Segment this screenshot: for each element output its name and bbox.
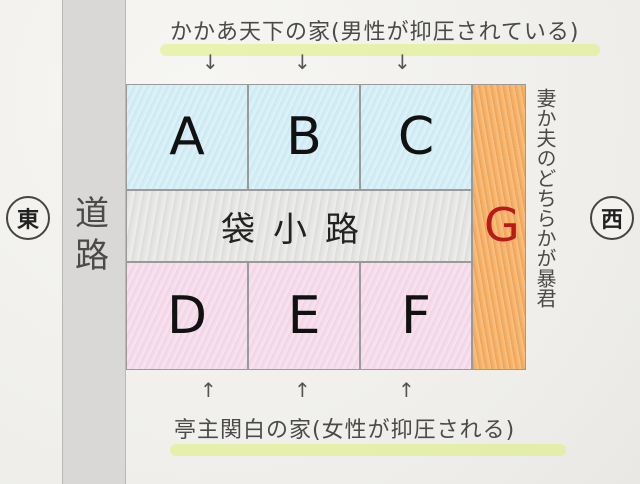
arrow-up-d: ↑	[200, 378, 217, 402]
arrow-down-b: ↓	[294, 50, 311, 74]
road-strip	[62, 0, 126, 484]
dead-end-alley: 袋小路	[126, 190, 472, 262]
bottom-highlight	[170, 444, 566, 456]
plot-g	[472, 84, 526, 370]
arrow-down-c: ↓	[394, 50, 411, 74]
arrow-up-f: ↑	[398, 378, 415, 402]
plot-c: C	[360, 84, 472, 190]
road-label-1: 道	[75, 194, 109, 234]
plot-e: E	[248, 262, 360, 370]
bottom-annotation: 亭主関白の家(女性が抑圧される)	[174, 418, 516, 443]
arrow-down-a: ↓	[202, 50, 219, 74]
west-marker: 西	[590, 196, 634, 240]
plot-b: B	[248, 84, 360, 190]
plot-f: F	[360, 262, 472, 370]
top-highlight	[160, 44, 600, 56]
top-annotation: かかあ天下の家(男性が抑圧されている)	[170, 20, 580, 45]
plot-g-note: 妻か夫のどちらかが暴君	[533, 88, 557, 308]
plot-g-letter: G	[484, 198, 520, 252]
road-label-2: 路	[75, 236, 109, 276]
plot-d: D	[126, 262, 248, 370]
plot-a: A	[126, 84, 248, 190]
arrow-up-e: ↑	[294, 378, 311, 402]
east-marker: 東	[6, 196, 50, 240]
